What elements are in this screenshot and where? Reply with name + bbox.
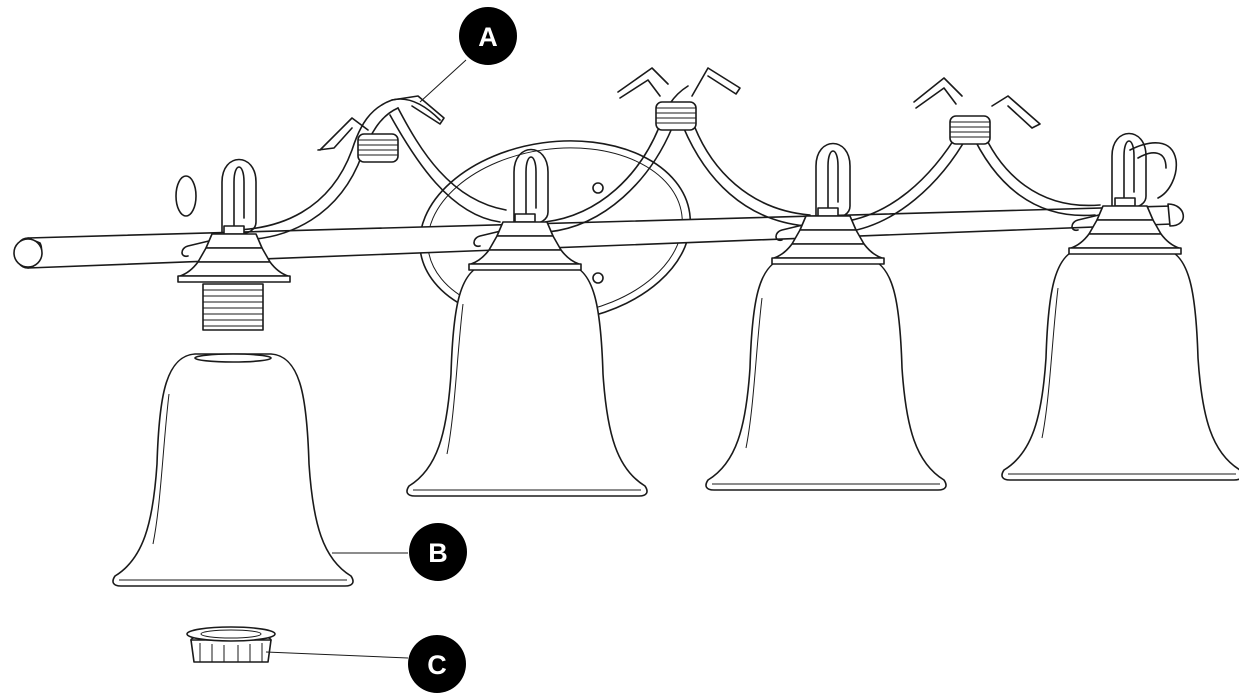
callout-b: B	[409, 523, 467, 581]
glass-shade-b	[112, 353, 354, 587]
shade-assembly-4	[1001, 132, 1239, 481]
coil-wrap-3	[949, 115, 991, 145]
socket-cup-1	[177, 158, 291, 283]
shade-assembly-3	[705, 142, 947, 491]
coil-wrap-1	[357, 133, 399, 163]
callout-c-label: C	[427, 650, 447, 680]
callout-a: A	[459, 7, 517, 65]
support-bar	[13, 175, 1185, 269]
leader-lines	[265, 59, 467, 659]
callout-b-label: B	[428, 538, 448, 568]
decorative-scroll-arms	[229, 67, 1178, 241]
callout-a-label: A	[478, 22, 498, 52]
coil-wrap-2	[655, 101, 697, 131]
callout-c: C	[408, 635, 466, 693]
socket-thread	[202, 283, 264, 331]
retaining-ring-c	[186, 626, 276, 663]
